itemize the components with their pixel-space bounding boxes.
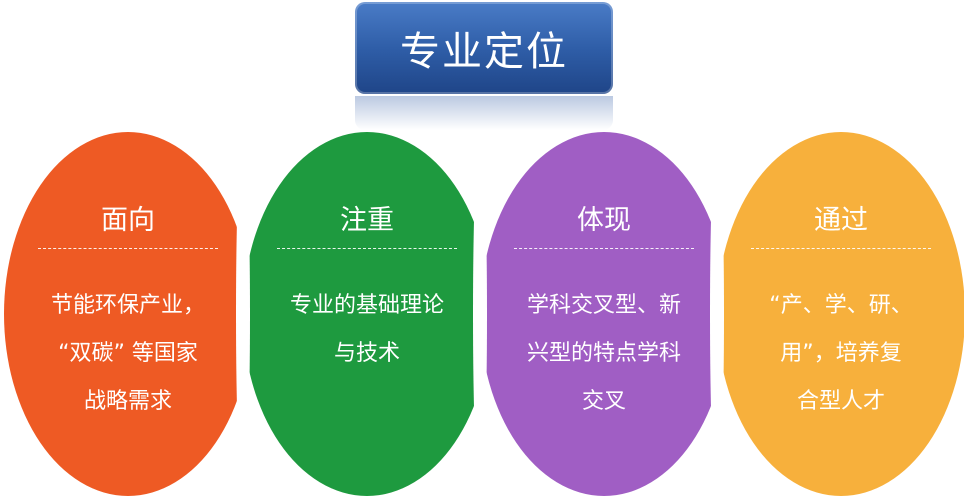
card-1: 面向 节能环保产业， “双碳” 等国家 战略需求: [4, 132, 252, 496]
card-4-heading: 通过: [814, 205, 868, 236]
ellipse-2: [243, 132, 491, 496]
ellipse-4: [717, 132, 964, 496]
card-2-body: 专业的基础理论 与技术: [289, 293, 444, 366]
title-reflection: [355, 96, 613, 130]
card-4-body: “产、学、研、 用”，培养复 合型人才: [769, 293, 913, 414]
card-2-divider: [277, 248, 457, 249]
card-3-body: 学科交叉型、新 兴型的特点学科 交叉: [526, 293, 681, 414]
card-1-heading: 面向: [101, 205, 155, 236]
card-3-divider: [514, 248, 694, 249]
card-2-heading: 注重: [340, 205, 394, 236]
card-1-divider: [38, 248, 218, 249]
title-box: 专业定位: [355, 2, 613, 94]
card-1-body: 节能环保产业， “双碳” 等国家 战略需求: [50, 293, 205, 414]
separator-2: [473, 132, 487, 496]
ellipse-1: [4, 132, 252, 496]
card-3: 体现 学科交叉型、新 兴型的特点学科 交叉: [480, 132, 728, 496]
separator-3: [710, 132, 724, 496]
card-4: 通过 “产、学、研、 用”，培养复 合型人才: [717, 132, 964, 496]
card-3-heading: 体现: [577, 205, 631, 236]
page-title: 专业定位: [400, 29, 568, 75]
card-2: 注重 专业的基础理论 与技术: [243, 132, 491, 496]
card-4-divider: [751, 248, 931, 249]
separator-1: [236, 132, 250, 496]
ellipse-3: [480, 132, 728, 496]
